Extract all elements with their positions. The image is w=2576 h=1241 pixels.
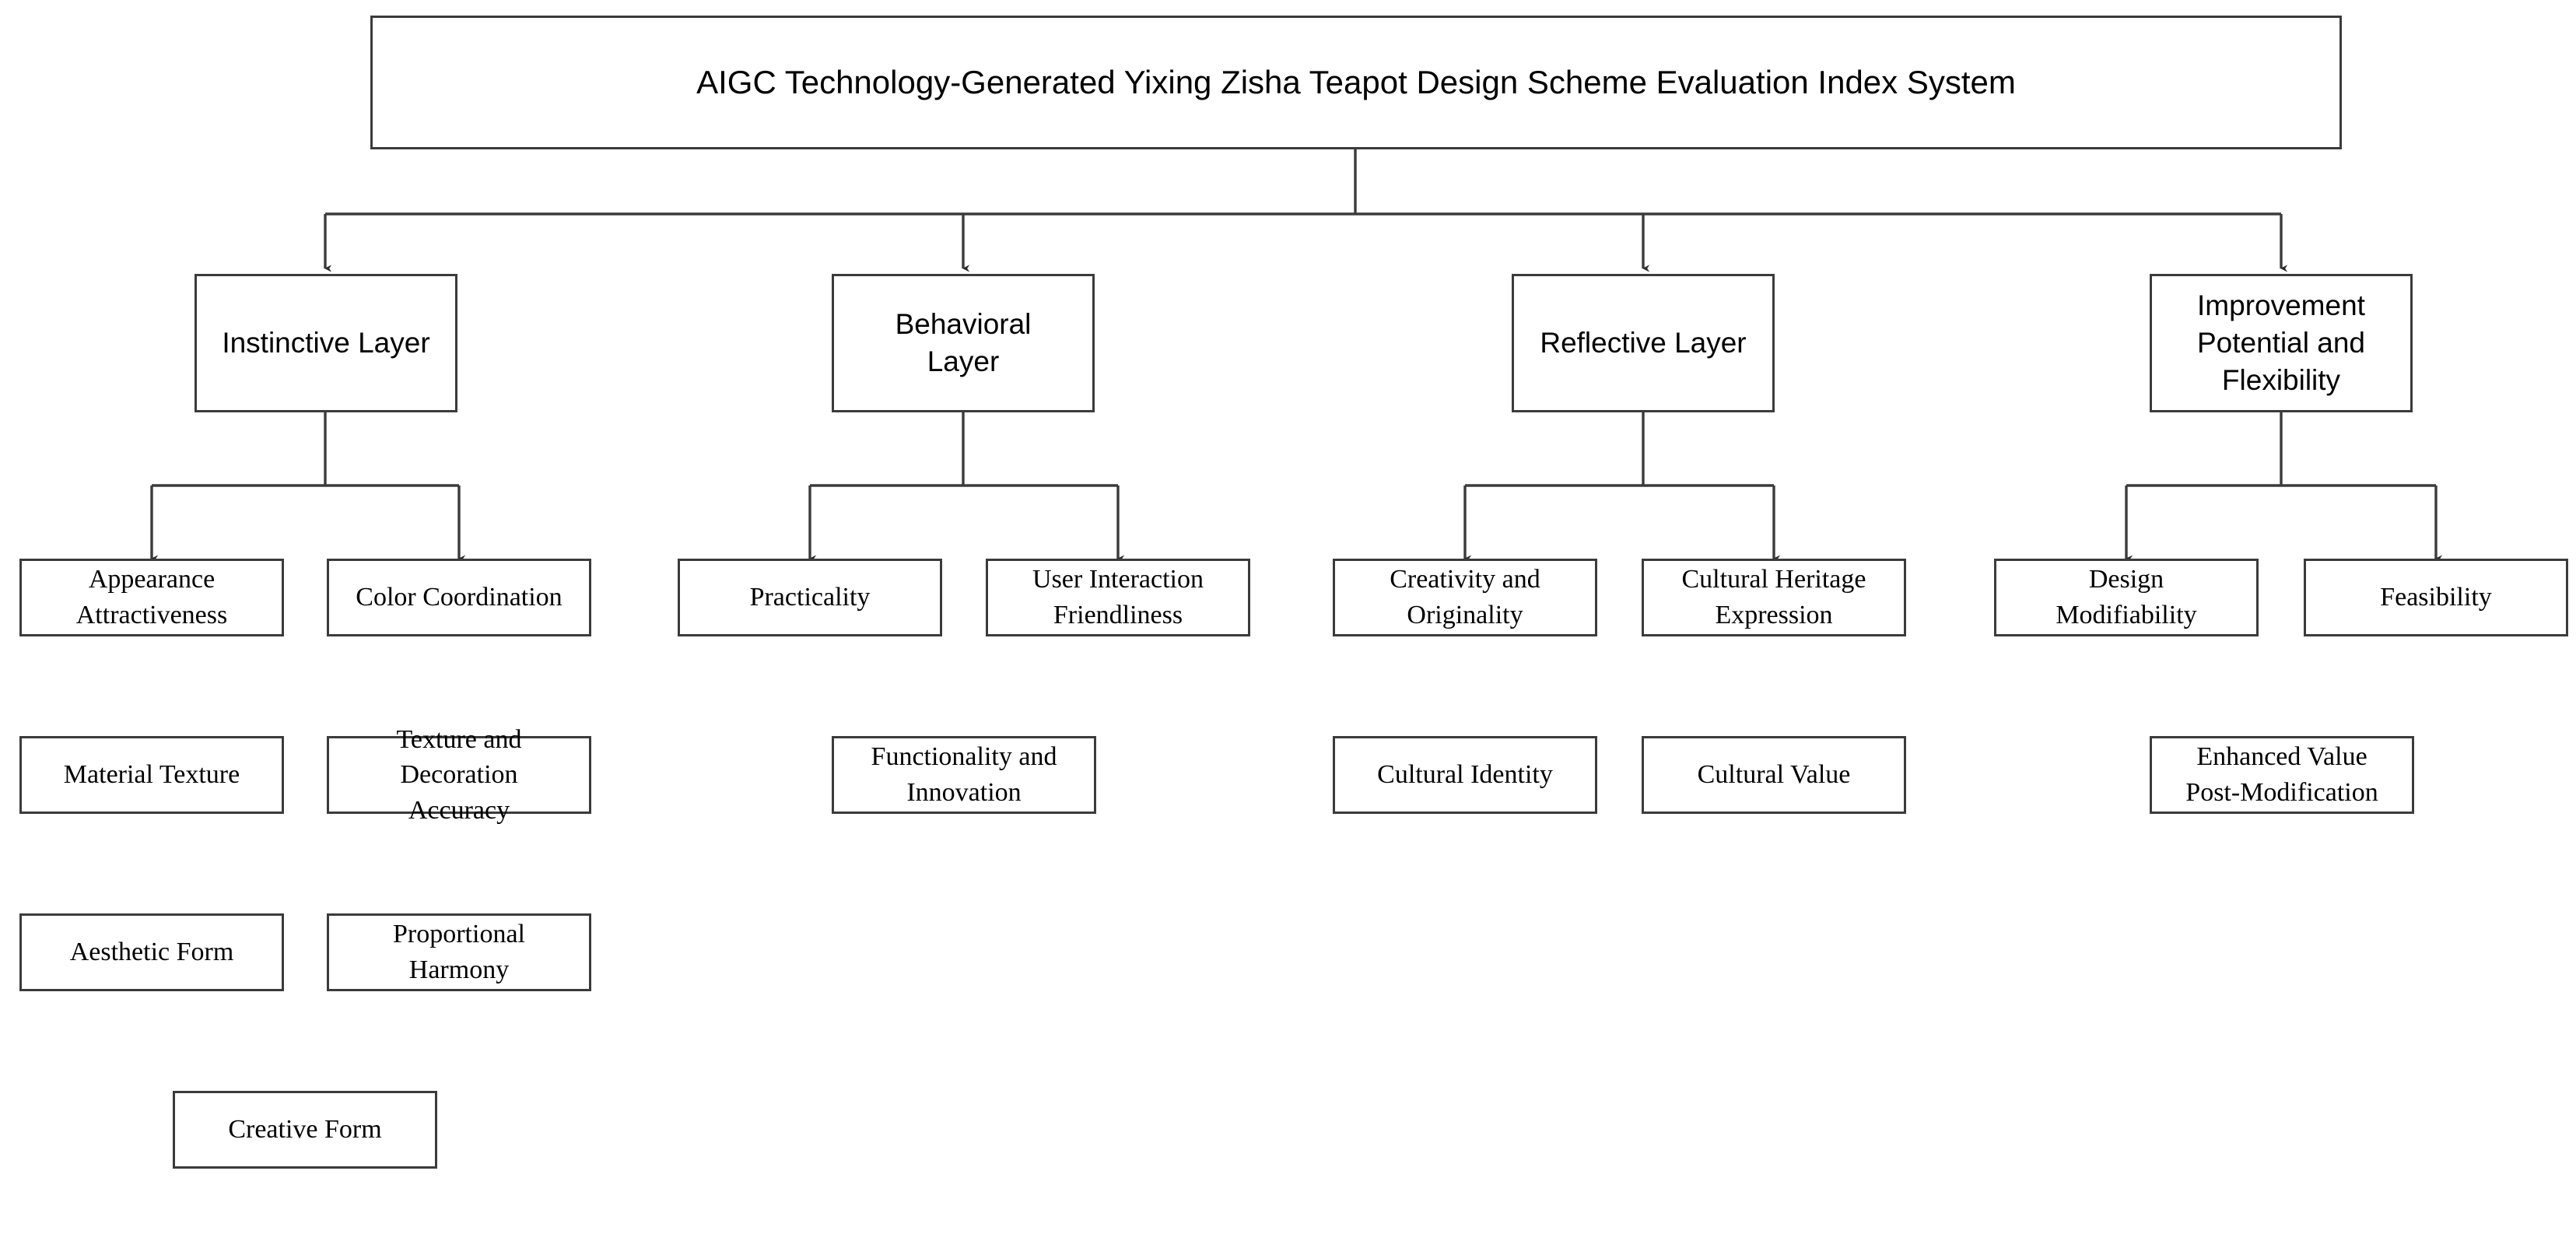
leaf-node-appearance-attractiveness[interactable]: Appearance Attractiveness	[19, 559, 284, 636]
leaf-node-cultural-identity[interactable]: Cultural Identity	[1333, 736, 1597, 814]
leaf-node-aesthetic-form[interactable]: Aesthetic Form	[19, 913, 284, 991]
leaf-node-creative-form[interactable]: Creative Form	[173, 1091, 437, 1169]
level2-node-behavioral-layer[interactable]: Behavioral Layer	[832, 274, 1095, 412]
leaf-node-proportional-harmony[interactable]: Proportional Harmony	[327, 913, 591, 991]
level2-node-instinctive-layer[interactable]: Instinctive Layer	[195, 274, 457, 412]
level2-node-improvement-potential-flexibility[interactable]: Improvement Potential and Flexibility	[2150, 274, 2413, 412]
leaf-node-material-texture[interactable]: Material Texture	[19, 736, 284, 814]
leaf-node-texture-decoration-accuracy[interactable]: Texture and Decoration Accuracy	[327, 725, 591, 825]
leaf-node-cultural-heritage-expression[interactable]: Cultural Heritage Expression	[1642, 559, 1906, 636]
leaf-node-design-modifiability[interactable]: Design Modifiability	[1994, 559, 2259, 636]
leaf-node-user-interaction-friendliness[interactable]: User Interaction Friendliness	[986, 559, 1250, 636]
leaf-node-cultural-value[interactable]: Cultural Value	[1642, 736, 1906, 814]
level2-node-reflective-layer[interactable]: Reflective Layer	[1512, 274, 1775, 412]
root-node[interactable]: AIGC Technology-Generated Yixing Zisha T…	[370, 16, 2342, 149]
leaf-node-practicality[interactable]: Practicality	[678, 559, 942, 636]
leaf-node-functionality-innovation[interactable]: Functionality and Innovation	[832, 736, 1096, 814]
leaf-node-feasibility[interactable]: Feasibility	[2304, 559, 2568, 636]
leaf-node-color-coordination[interactable]: Color Coordination	[327, 559, 591, 636]
leaf-node-creativity-originality[interactable]: Creativity and Originality	[1333, 559, 1597, 636]
leaf-node-enhanced-value-post-modification[interactable]: Enhanced Value Post-Modification	[2150, 736, 2414, 814]
